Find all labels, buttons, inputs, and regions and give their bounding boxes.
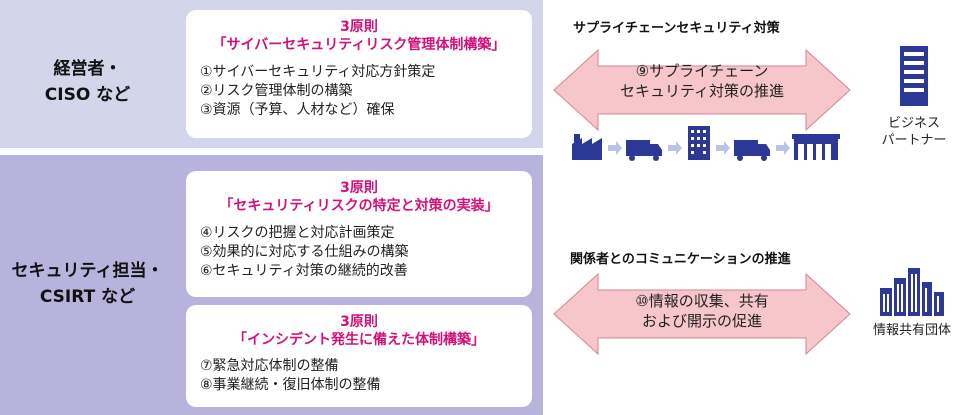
flow-arrow-icon	[668, 141, 682, 155]
card-title: 「セキュリティリスクの特定と対策の実装」	[219, 198, 499, 214]
card-item: ④リスクの把握と対応計画策定	[200, 225, 395, 241]
role-management-line1: 経営者・	[53, 59, 122, 79]
arrow-line: ⑩情報の収集、共有	[635, 292, 769, 310]
card-item: ①サイバーセキュリティ対応方針策定	[200, 64, 436, 80]
arrow-line: セキュリティ対策の推進	[619, 82, 785, 100]
partner-line: ビジネス	[887, 116, 940, 131]
partner-line: 情報共有団体	[872, 323, 951, 338]
principle-card-2: 3原則 「セキュリティリスクの特定と対策の実装」 ④リスクの把握と対応計画策定 …	[186, 171, 532, 297]
card-principle: 3原則	[340, 180, 378, 196]
city-buildings-icon	[880, 268, 944, 316]
flow-arrow-icon	[776, 141, 790, 155]
info-sharing-group-label: 情報共有団体	[860, 322, 964, 339]
supply-chain-arrow-text: ⑨サプライチェーン セキュリティ対策の推進	[597, 61, 807, 101]
flow-arrow-icon	[716, 141, 730, 155]
principle-card-1: 3原則 「サイバーセキュリティリスク管理体制構築」 ①サイバーセキュリティ対応方…	[186, 10, 532, 138]
card-principle: 3原則	[340, 19, 378, 35]
role-management-line2: CISO など	[44, 85, 131, 105]
role-security-line1: セキュリティ担当・	[11, 261, 164, 281]
card-title: 「インシデント発生に備えた体制構築」	[233, 332, 485, 348]
communication-title: 関係者とのコミュニケーションの推進	[570, 252, 791, 267]
card-title: 「サイバーセキュリティリスク管理体制構築」	[212, 37, 506, 53]
communication-arrow-text: ⑩情報の収集、共有 および開示の促進	[597, 291, 807, 331]
building-icon	[900, 46, 928, 106]
logistics-flow	[572, 126, 840, 161]
arrow-line: ⑨サプライチェーン	[635, 62, 769, 80]
truck-icon	[626, 140, 662, 161]
role-management: 経営者・ CISO など	[0, 56, 175, 108]
office-building-icon	[688, 126, 710, 160]
role-security: セキュリティ担当・ CSIRT など	[0, 258, 175, 310]
principle-card-3: 3原則 「インシデント発生に備えた体制構築」 ⑦緊急対応体制の整備 ⑧事業継続・…	[186, 305, 532, 407]
factory-icon	[572, 134, 602, 160]
card-principle: 3原則	[340, 314, 378, 330]
communication-double-arrow	[553, 272, 851, 356]
warehouse-icon	[792, 134, 840, 160]
supply-chain-title: サプライチェーンセキュリティ対策	[573, 21, 780, 36]
business-partner-label: ビジネス パートナー	[868, 115, 960, 149]
card-item: ⑤効果的に対応する仕組みの構築	[200, 244, 409, 260]
truck-icon	[734, 140, 770, 161]
flow-arrow-icon	[608, 141, 622, 155]
partner-line: パートナー	[881, 133, 947, 148]
card-item: ⑧事業継続・復旧体制の整備	[200, 377, 381, 393]
card-item: ③資源（予算、人材など）確保	[200, 102, 395, 118]
arrow-line: および開示の促進	[641, 312, 762, 330]
card-item: ⑦緊急対応体制の整備	[200, 358, 339, 374]
card-item: ⑥セキュリティ対策の継続的改善	[200, 263, 408, 279]
supply-chain-double-arrow	[553, 48, 851, 132]
role-security-line2: CSIRT など	[39, 287, 136, 307]
card-item: ②リスク管理体制の構築	[200, 83, 353, 99]
